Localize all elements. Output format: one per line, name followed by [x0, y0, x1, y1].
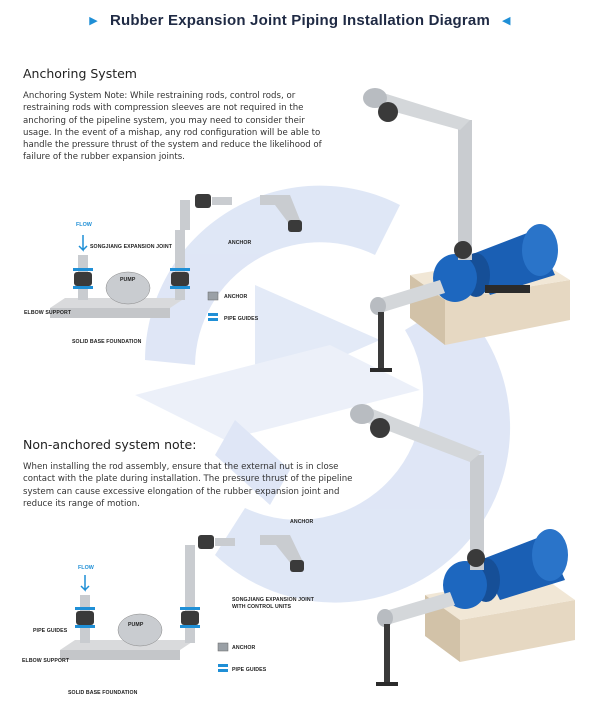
pump-body-2: [117, 613, 163, 647]
concrete-base-front-2: [460, 600, 575, 662]
vertical-pipe: [458, 120, 472, 260]
left-triangle-icon: ◀: [502, 15, 511, 27]
anchor-top-label-2: ANCHOR: [290, 519, 314, 525]
right-expansion-joint: [171, 272, 189, 286]
pipe-support-stand-2: [384, 624, 390, 686]
pipe-guides-left-label-2: PIPE GUIDES: [33, 628, 68, 634]
watermark-tab: [215, 420, 290, 505]
motor-endcap-2: [532, 529, 568, 581]
suction-pipe-2: [382, 592, 455, 625]
solid-base-label-2: SOLID BASE FOUNDATION: [68, 690, 138, 696]
pipe-guides-legend-line2-2: [218, 669, 228, 672]
right-flange-top-2: [180, 607, 200, 610]
left-expansion-joint: [74, 272, 92, 286]
expansion-joint-label-1: SONGJIANG EXPANSION JOINT: [90, 244, 172, 250]
watermark-arc-bottom: [215, 300, 511, 603]
pump-label-2: PUMP: [128, 622, 144, 628]
schematic-1: [50, 194, 302, 321]
base-foundation-front: [50, 308, 170, 318]
pump-body: [105, 271, 151, 305]
solid-base-label-1: SOLID BASE FOUNDATION: [72, 339, 142, 345]
watermark-plate: [135, 345, 420, 440]
page-title-text: Rubber Expansion Joint Piping Installati…: [109, 12, 491, 29]
pipe-guides-legend-line1: [208, 313, 218, 316]
elbow-pipe-top: [370, 92, 470, 130]
pump-volute: [433, 254, 477, 302]
left-expansion-joint-2: [76, 611, 94, 625]
right-flange-top: [170, 268, 190, 271]
pipe-guides-legend-line1-2: [218, 664, 228, 667]
anchor-legend-label-2: ANCHOR: [232, 645, 256, 651]
pipe-guides-legend-label-1: PIPE GUIDES: [224, 316, 259, 322]
side-expansion-joint-2: [290, 560, 304, 572]
right-riser: [175, 230, 185, 300]
anchor-top-label-1: ANCHOR: [228, 240, 252, 246]
section1-paragraph: Anchoring System Note: While restraining…: [23, 91, 322, 163]
suction-pipe-end: [370, 297, 386, 315]
pipe-end-top: [363, 88, 387, 108]
pipe-end-top-2: [350, 404, 374, 424]
right-triangle-icon: ▶: [89, 15, 98, 27]
anchor-legend-label-1: ANCHOR: [224, 294, 248, 300]
expansion-joint-top-2: [370, 418, 390, 438]
upper-horizontal-pipe: [212, 197, 232, 205]
pump-illustration-1: [363, 88, 570, 372]
section2-heading: Non-anchored system note:: [23, 437, 197, 452]
pump-feet: [485, 285, 530, 293]
pipe-support-foot: [370, 368, 392, 372]
expansion-joint-mid: [454, 241, 472, 259]
pipe-guides-legend-label-2: PIPE GUIDES: [232, 667, 267, 673]
side-expansion-joint: [288, 220, 302, 232]
left-flange-bottom: [73, 286, 93, 289]
pump-illustration-2: [350, 404, 575, 686]
right-expansion-joint-2: [181, 611, 199, 625]
left-flange-top-2: [75, 607, 95, 610]
pump-label-1: PUMP: [120, 277, 136, 283]
pipe-support-stand: [378, 312, 384, 372]
page-title: ▶ Rubber Expansion Joint Piping Installat…: [0, 12, 600, 29]
section2-paragraph: When installing the rod assembly, ensure…: [23, 462, 353, 509]
section1-heading: Anchoring System: [23, 66, 137, 81]
expansion-joint-mid-2: [467, 549, 485, 567]
concrete-base-side-2: [425, 595, 460, 662]
elbow-pipe-top-2: [360, 408, 482, 462]
left-flange-top: [73, 268, 93, 271]
upper-expansion-joint: [195, 194, 211, 208]
upper-expansion-joint-2: [198, 535, 214, 549]
pipe-guides-legend-line2: [208, 318, 218, 321]
expansion-joint-label-2b: WITH CONTROL UNITS: [232, 604, 292, 610]
suction-pipe-end-2: [377, 609, 393, 627]
expansion-joint-top: [378, 102, 398, 122]
pump-volute-2: [443, 561, 487, 609]
left-flange-bottom-2: [75, 625, 95, 628]
anchor-legend-box-2: [217, 642, 229, 652]
right-flange-bottom-2: [180, 625, 200, 628]
flow-arrow-icon-2: [80, 575, 90, 592]
flow-label-2: FLOW: [78, 565, 94, 571]
flow-label-1: FLOW: [76, 222, 92, 228]
motor-endcap: [522, 224, 558, 276]
upper-horizontal-pipe-2: [215, 538, 235, 546]
base-foundation-front-2: [60, 650, 180, 660]
base-foundation: [50, 298, 185, 308]
side-elbow: [260, 195, 300, 225]
right-flange-bottom: [170, 286, 190, 289]
elbow-support-label-1: ELBOW SUPPORT: [24, 310, 72, 316]
anchor-legend-box: [207, 291, 219, 301]
expansion-joint-label-2a: SONGJIANG EXPANSION JOINT: [232, 597, 314, 603]
watermark-arc-top: [145, 185, 400, 365]
pipe-support-foot-2: [376, 682, 398, 686]
base-foundation-2: [60, 640, 195, 650]
elbow-support-label-2: ELBOW SUPPORT: [22, 658, 70, 664]
suction-pipe: [375, 280, 445, 313]
right-riser-2: [185, 545, 195, 643]
upper-riser: [180, 200, 190, 230]
side-elbow-2: [260, 535, 302, 565]
vertical-pipe-2: [470, 455, 484, 570]
schematic-2: [60, 535, 304, 672]
flow-arrow-icon: [78, 235, 88, 252]
